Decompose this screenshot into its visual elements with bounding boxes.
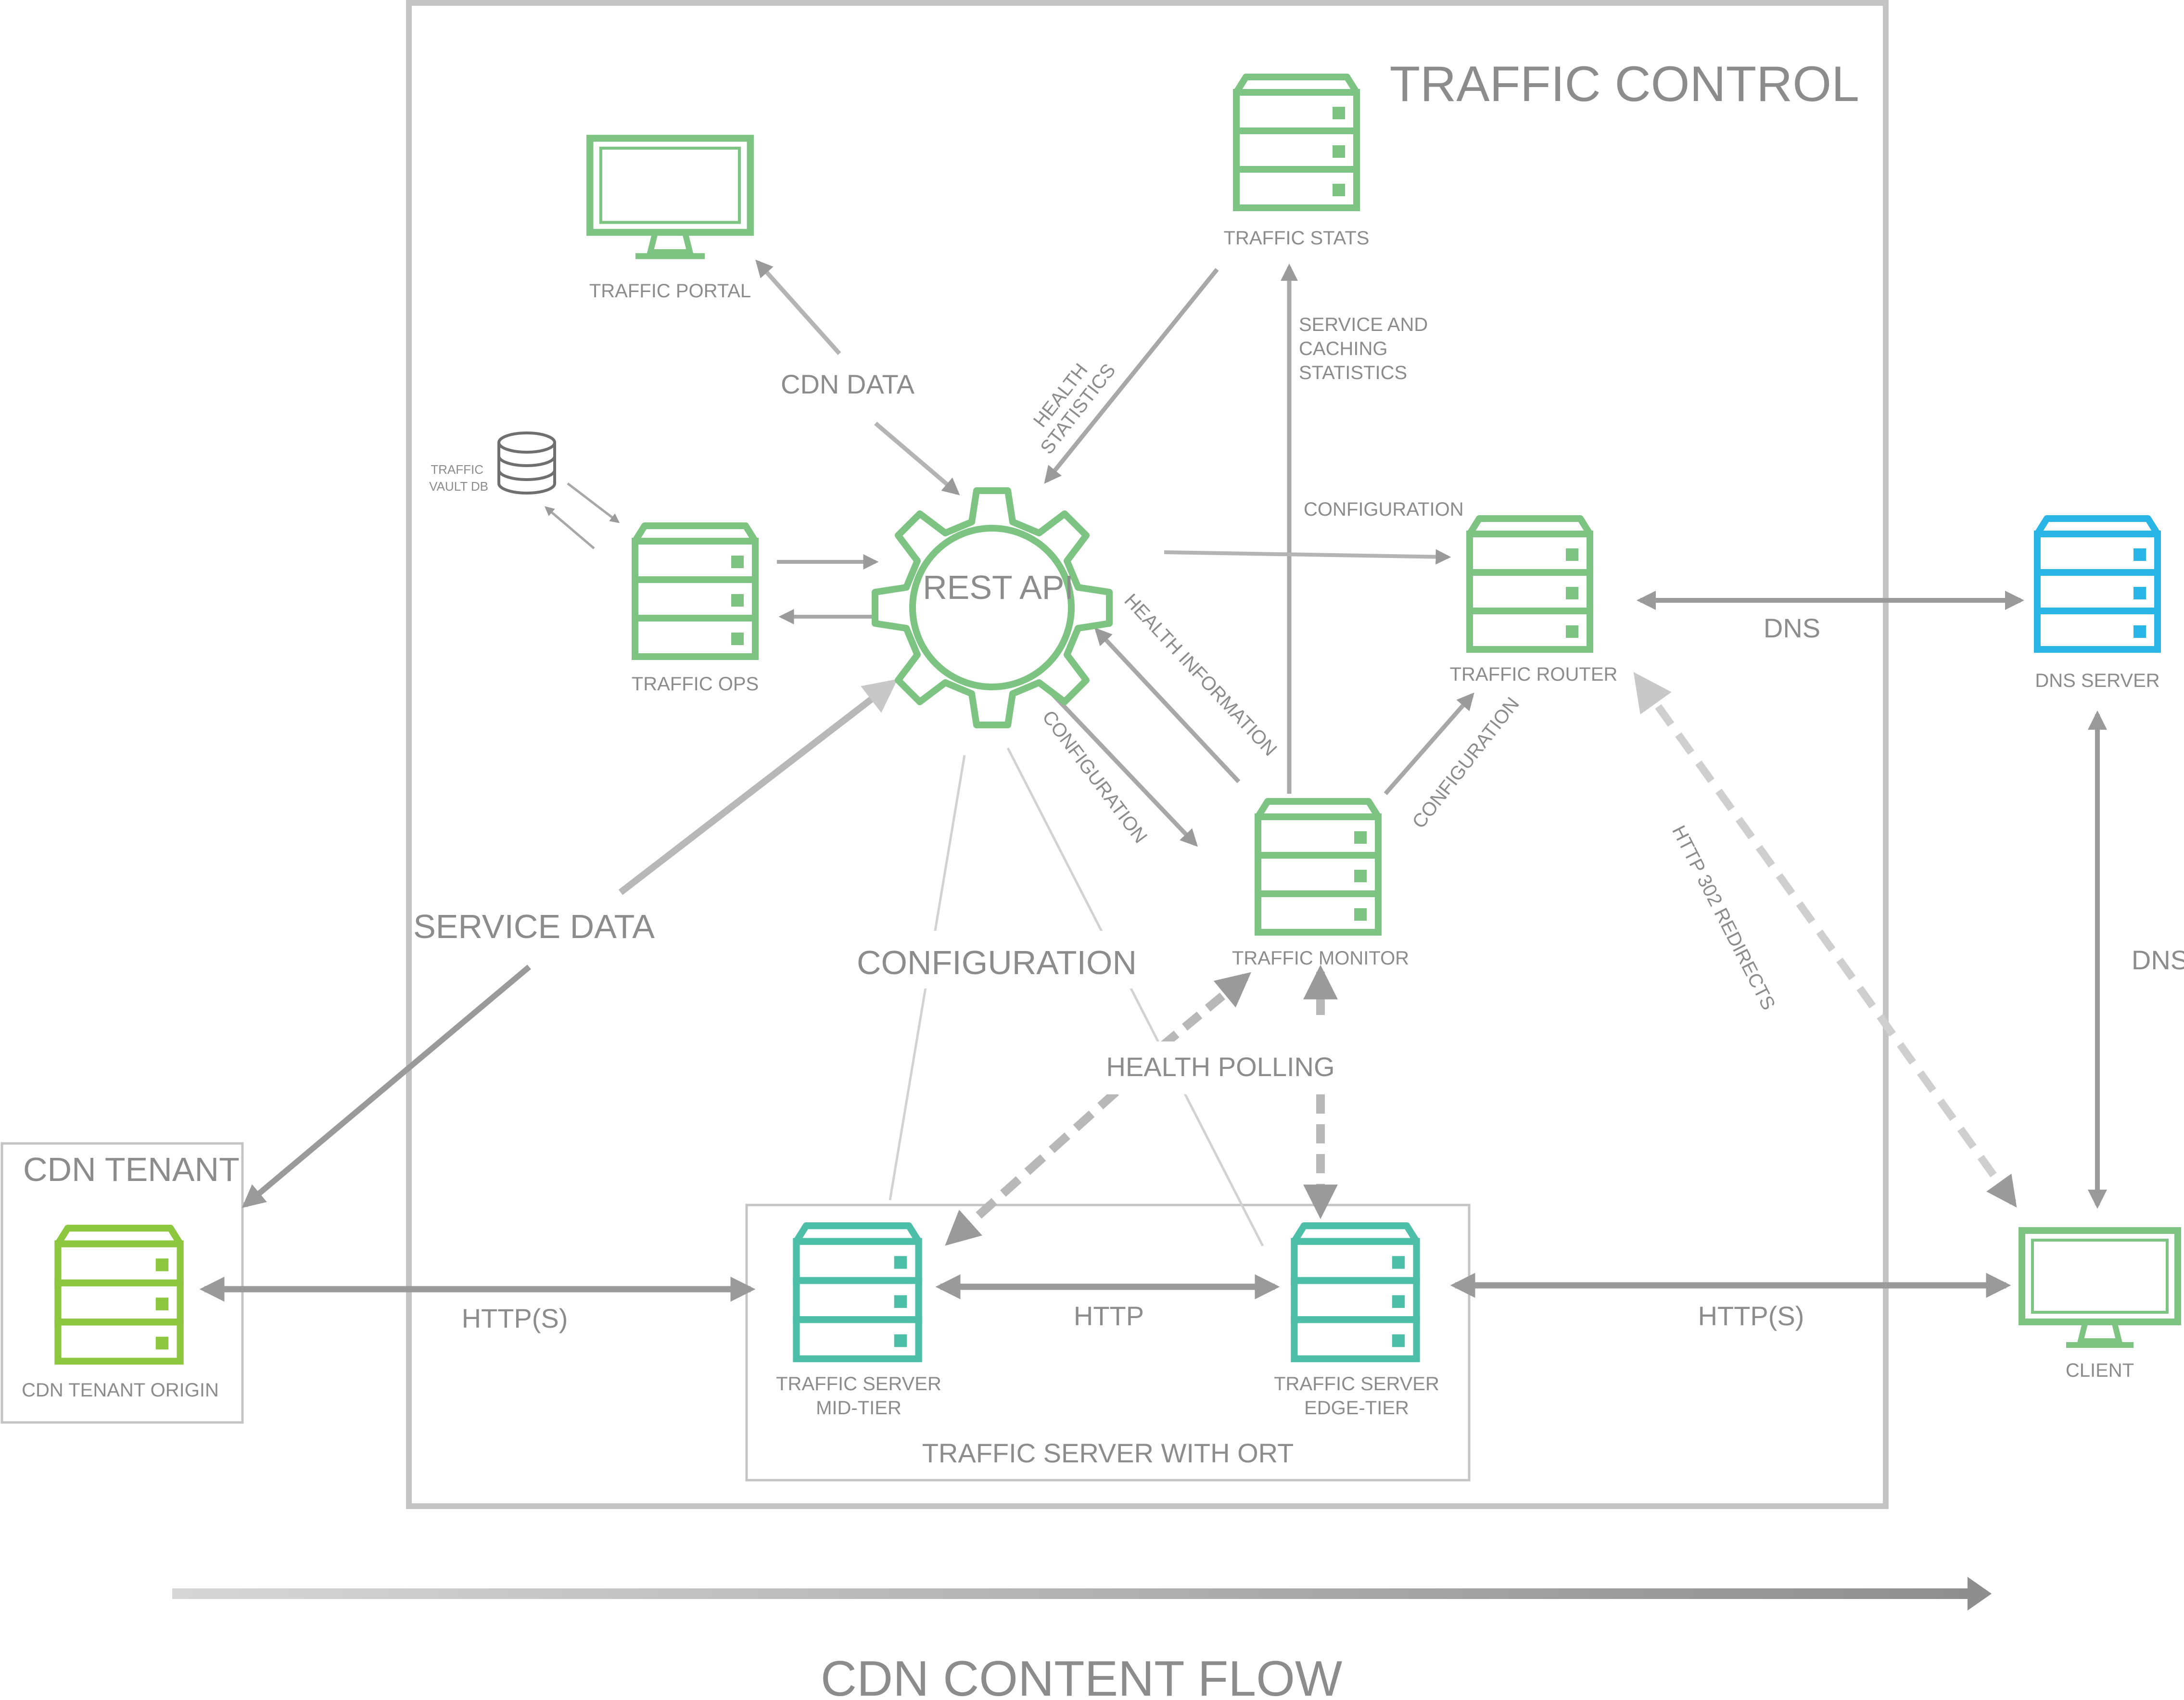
node-dns-server[interactable]: DNS SERVER (2035, 519, 2159, 691)
server-icon (796, 1226, 918, 1359)
edge-health-polling-mid-up (1159, 972, 1252, 1050)
gear-icon (872, 487, 1113, 728)
cdn-content-flow-label: CDN CONTENT FLOW (821, 1651, 1342, 1700)
server-icon (1236, 77, 1357, 208)
edge-ops-to-vault (544, 506, 595, 549)
svg-text:TRAFFIC PORTAL: TRAFFIC PORTAL (589, 280, 751, 302)
edge-health-information (1094, 627, 1241, 784)
node-traffic-router[interactable]: TRAFFIC ROUTER (1450, 519, 1618, 685)
edge-config-api-monitor (1049, 691, 1198, 847)
cdn-tenant-title: CDN TENANT (23, 1151, 240, 1188)
label-http-mid-edge: HTTP (1074, 1301, 1144, 1331)
label-health-information: HEALTH INFORMATION (1120, 590, 1281, 760)
svg-text:STATISTICS: STATISTICS (1299, 362, 1407, 383)
svg-text:EDGE-TIER: EDGE-TIER (1304, 1397, 1409, 1419)
edge-config-monitor-router (1384, 692, 1474, 795)
svg-text:TRAFFIC STATS: TRAFFIC STATS (1224, 228, 1370, 249)
edge-cdn-data-portal (755, 259, 841, 355)
edge-service-data-tenant (241, 964, 531, 1208)
node-rest-api[interactable]: REST API (872, 487, 1113, 728)
label-health-polling: HEALTH POLLING (1106, 1052, 1334, 1082)
node-traffic-portal[interactable]: TRAFFIC PORTAL (589, 138, 751, 302)
edge-health-statistics (1044, 268, 1219, 484)
server-icon (58, 1228, 180, 1361)
svg-text:TRAFFIC SERVER: TRAFFIC SERVER (776, 1373, 941, 1395)
node-traffic-ops[interactable]: TRAFFIC OPS (632, 526, 759, 695)
server-icon (1258, 801, 1378, 932)
edge-http-302 (1633, 672, 2017, 1208)
traffic-control-title: TRAFFIC CONTROL (1390, 56, 1859, 112)
node-client[interactable]: CLIENT (2022, 1231, 2178, 1381)
svg-text:CACHING: CACHING (1299, 338, 1387, 359)
cdn-content-flow-arrow (172, 1577, 1992, 1611)
server-icon (635, 526, 755, 657)
node-traffic-monitor[interactable]: TRAFFIC MONITOR (1232, 801, 1409, 969)
edge-vault-to-ops (567, 482, 620, 523)
node-traffic-server-edge-tier[interactable]: TRAFFIC SERVER EDGE-TIER (1274, 1226, 1439, 1419)
database-icon (497, 431, 556, 495)
svg-text:MID-TIER: MID-TIER (816, 1397, 902, 1419)
node-traffic-stats[interactable]: TRAFFIC STATS (1224, 77, 1370, 249)
node-traffic-vault-db[interactable]: TRAFFIC VAULT DB (429, 431, 556, 495)
traffic-server-with-ort-title: TRAFFIC SERVER WITH ORT (922, 1438, 1294, 1468)
svg-text:CLIENT: CLIENT (2066, 1360, 2134, 1381)
label-configuration-router: CONFIGURATION (1304, 499, 1464, 520)
traffic-server-with-ort-box (745, 1204, 1471, 1482)
edge-health-polling-mid-down (945, 1089, 1119, 1246)
edge-service-data-api (618, 679, 898, 895)
svg-text:TRAFFIC ROUTER: TRAFFIC ROUTER (1450, 664, 1618, 685)
edge-config-api-router (1164, 549, 1451, 565)
node-traffic-server-mid-tier[interactable]: TRAFFIC SERVER MID-TIER (776, 1226, 941, 1419)
svg-text:TRAFFIC SERVER: TRAFFIC SERVER (1274, 1373, 1439, 1395)
label-cdn-data: CDN DATA (781, 369, 915, 399)
server-icon (2037, 519, 2158, 649)
svg-text:TRAFFIC MONITOR: TRAFFIC MONITOR (1232, 948, 1409, 969)
svg-text:TRAFFIC: TRAFFIC (431, 462, 483, 477)
traffic-control-box (406, 0, 1889, 1509)
label-configuration-servers: CONFIGURATION (857, 944, 1137, 981)
svg-text:CDN TENANT ORIGIN: CDN TENANT ORIGIN (22, 1380, 219, 1401)
node-cdn-tenant-origin[interactable]: CDN TENANT ORIGIN (22, 1228, 219, 1401)
monitor-icon (2022, 1231, 2178, 1345)
label-configuration-monitor-router: CONFIGURATION (1408, 693, 1523, 832)
server-icon (1470, 519, 1590, 649)
label-service-caching-stats: SERVICE AND CACHING STATISTICS (1299, 314, 1428, 383)
label-http-edge-client: HTTP(S) (1698, 1301, 1804, 1331)
label-dns-router: DNS (1764, 613, 1820, 643)
monitor-icon (590, 138, 750, 256)
label-http-origin-mid: HTTP(S) (462, 1303, 568, 1333)
label-service-data: SERVICE DATA (413, 908, 655, 945)
edge-config-edge (1006, 747, 1264, 1247)
server-icon (1294, 1226, 1416, 1359)
label-dns-client: DNS (2132, 945, 2184, 975)
label-health-statistics: HEALTH STATISTICS (1029, 359, 1120, 458)
svg-text:DNS SERVER: DNS SERVER (2035, 670, 2159, 691)
svg-text:VAULT DB: VAULT DB (429, 479, 488, 494)
svg-text:REST API: REST API (923, 569, 1074, 606)
svg-text:TRAFFIC OPS: TRAFFIC OPS (632, 673, 759, 695)
edge-cdn-data-api (874, 421, 960, 495)
svg-text:SERVICE AND: SERVICE AND (1299, 314, 1428, 335)
